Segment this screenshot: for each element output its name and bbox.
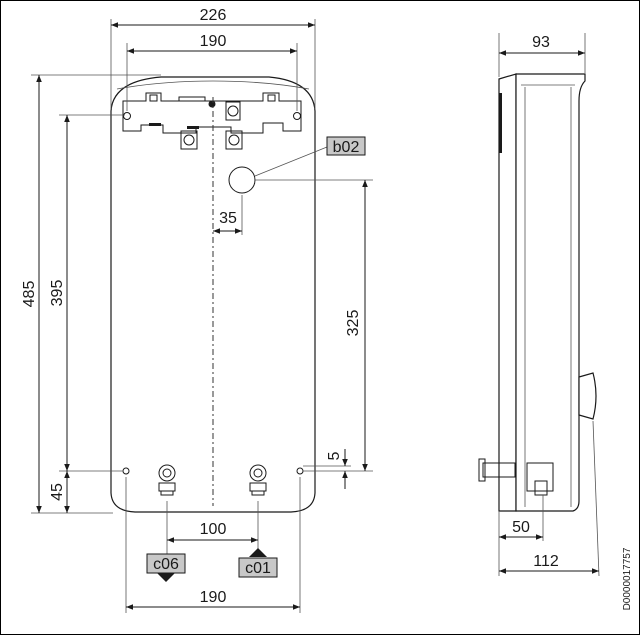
label-c01-box — [238, 557, 278, 578]
side-body-outline — [515, 73, 586, 512]
dim-pipe-to-holes: 325 — [345, 310, 362, 337]
dim-small-offset: 5 — [326, 451, 343, 460]
dim-depth-top: 93 — [532, 34, 550, 51]
label-c01: c01 — [245, 560, 271, 577]
side-control-knob — [578, 372, 597, 420]
front-view: 226 190 485 395 45 35 325 5 100 190 b02 … — [21, 7, 373, 613]
dim-holes-to-base: 45 — [49, 483, 66, 501]
dim-connection-depth: 50 — [512, 519, 530, 536]
connection-c01-fitting — [249, 464, 267, 496]
wall-bracket — [122, 92, 302, 150]
front-top-line — [116, 80, 310, 90]
drawing-reference: D0000017757 — [622, 547, 633, 610]
dim-bottom-holes-width: 190 — [200, 589, 227, 606]
dim-bracket-width: 190 — [200, 33, 227, 50]
label-b02: b02 — [333, 139, 360, 156]
dim-overall-width: 226 — [200, 7, 227, 24]
c06-direction-icon — [157, 573, 175, 582]
c01-direction-icon — [249, 548, 267, 557]
side-view: 93 50 112 — [478, 33, 600, 577]
dim-overall-depth: 112 — [533, 553, 559, 570]
dim-bracket-to-holes: 395 — [49, 280, 66, 307]
connection-c06-fitting — [158, 464, 176, 496]
dim-pipe-offset: 35 — [219, 210, 237, 227]
dim-connection-spacing: 100 — [200, 521, 227, 538]
dim-overall-height: 485 — [21, 281, 38, 308]
label-c06: c06 — [153, 556, 179, 573]
label-b02-box — [326, 136, 366, 156]
